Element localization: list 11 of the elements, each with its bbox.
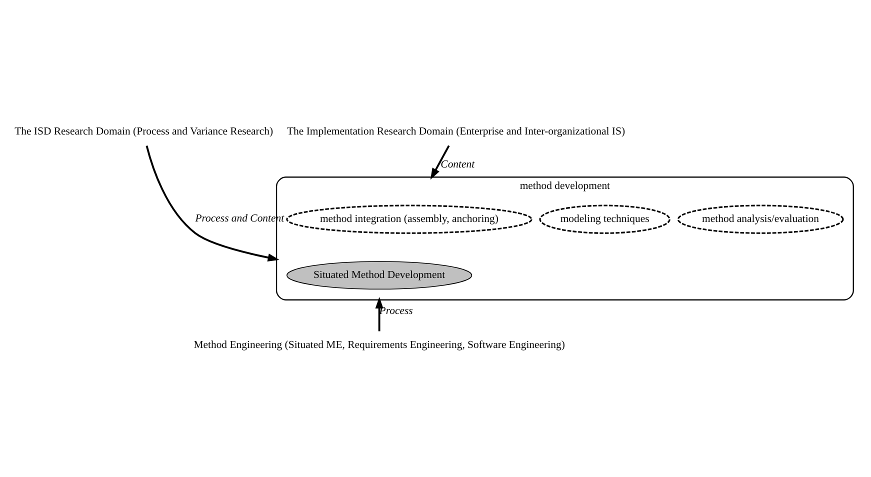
node-text: The Implementation Research Domain (Enterprise and Inter-organizational IS)	[287, 126, 626, 138]
arrow	[146, 145, 280, 262]
node-ellipse: Situated Method Development	[286, 261, 472, 290]
node-text: Method Engineering (Situated ME, Requirements Engineering, Software Engineering)	[194, 338, 565, 351]
node-ellipse: method integration (assembly, anchoring)	[286, 204, 532, 234]
arrow	[430, 145, 450, 180]
node-ellipse: method analysis/evaluation	[677, 204, 844, 234]
node-text: The ISD Research Domain (Process and Variance Research)	[14, 126, 274, 138]
edge-label: Content	[440, 158, 475, 170]
arrow	[375, 296, 384, 332]
node-ellipse: modeling techniques	[539, 204, 670, 234]
